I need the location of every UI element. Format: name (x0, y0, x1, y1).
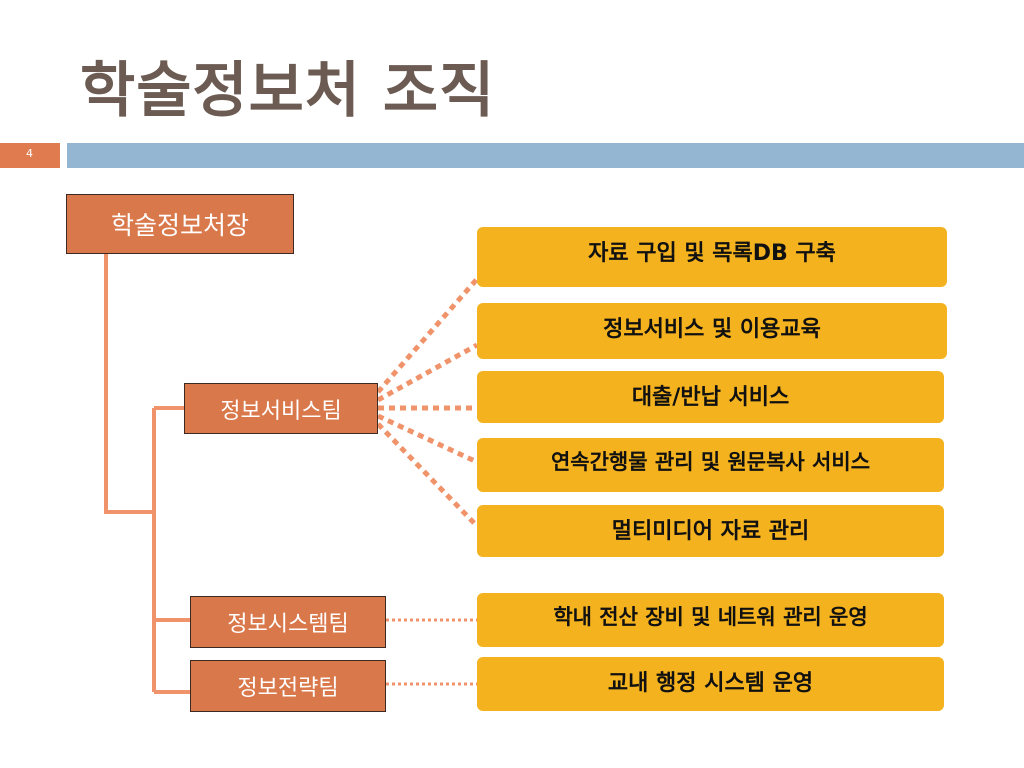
task-connector-5 (376, 422, 479, 528)
task-box: 멀티미디어 자료 관리 (477, 505, 944, 557)
task-connector-2 (376, 342, 479, 403)
head-trunk-line (104, 254, 154, 514)
task-box: 자료 구입 및 목록DB 구축 (477, 227, 947, 287)
title-underline-bar (67, 143, 1024, 168)
task-connector-4 (376, 413, 479, 465)
team-node-info-system: 정보시스템팀 (190, 596, 386, 648)
team-node-info-service: 정보서비스팀 (184, 383, 378, 434)
task-connector-1 (376, 277, 479, 394)
slide-title: 학술정보처 조직 (80, 56, 496, 126)
slide-number-box (0, 143, 60, 168)
task-box: 정보서비스 및 이용교육 (477, 303, 947, 359)
org-head-node: 학술정보처장 (66, 194, 294, 254)
task-box: 학내 전산 장비 및 네트워 관리 운영 (477, 593, 944, 647)
slide-number: 4 (26, 147, 33, 160)
task-box: 연속간행물 관리 및 원문복사 서비스 (477, 438, 944, 492)
team-node-info-strategy: 정보전략팀 (190, 660, 386, 712)
task-box: 대출/반납 서비스 (477, 371, 944, 423)
task-box: 교내 행정 시스템 운영 (477, 657, 944, 711)
